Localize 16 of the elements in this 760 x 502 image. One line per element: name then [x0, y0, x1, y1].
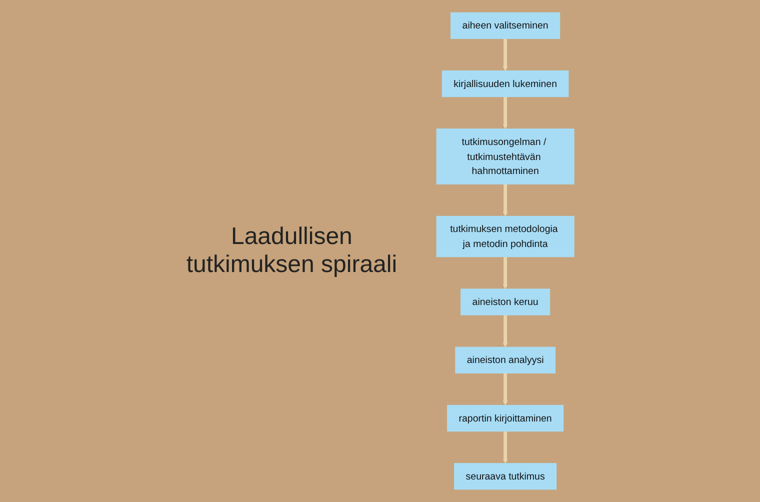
- arrow: [502, 184, 508, 216]
- arrow: [502, 372, 508, 406]
- arrow: [502, 430, 508, 464]
- arrow: [502, 96, 508, 130]
- node-box: aiheen valitseminen: [450, 12, 560, 39]
- node-box: tutkimusongelman / tutkimustehtävän hahmottaminen: [436, 128, 574, 184]
- node-box: seuraava tutkimus: [454, 463, 556, 490]
- diagram-title: Laadullisen tutkimuksen spiraali: [185, 223, 398, 279]
- node-box: aineiston keruu: [460, 288, 550, 316]
- node-box: tutkimuksen metodologia ja metodin pohdinta: [436, 216, 574, 258]
- arrow: [502, 38, 508, 71]
- arrow: [502, 314, 508, 348]
- node-box: aineiston analyysi: [454, 346, 556, 374]
- arrow: [502, 256, 508, 290]
- node-box: raportin kirjoittaminen: [446, 404, 564, 432]
- node-box: kirjallisuuden lukeminen: [442, 70, 568, 98]
